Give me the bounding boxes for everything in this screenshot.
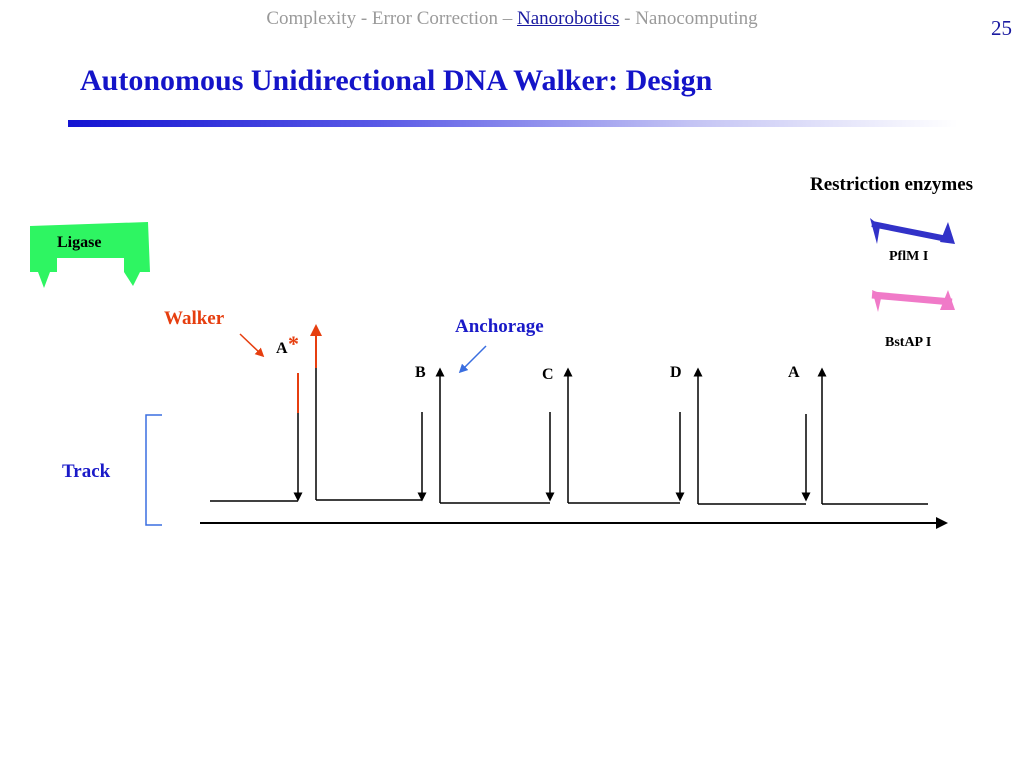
track-segments (210, 499, 928, 505)
ligase-label: Ligase (57, 234, 102, 251)
site-d-label: D (670, 364, 682, 381)
restriction-enzymes-label: Restriction enzymes (810, 174, 974, 195)
walker-star-marker: * (288, 331, 299, 356)
page-number: 25 (991, 16, 1012, 40)
walker-pointer-arrow (239, 333, 265, 358)
header-active-topic[interactable]: Nanorobotics (517, 8, 620, 29)
bstap-enzyme-shape (871, 290, 955, 312)
site-b-label: B (415, 364, 426, 381)
header: Complexity - Error Correction – Nanorobo… (0, 8, 1024, 30)
walker-site-label: A (276, 340, 288, 357)
bstap-label: BstAP I (885, 335, 932, 350)
anchorage-pointer-arrow (458, 345, 487, 374)
header-topic: Complexity - Error Correction – (266, 8, 517, 29)
title-underline (68, 120, 958, 127)
slide-title: Autonomous Unidirectional DNA Walker: De… (80, 64, 713, 97)
ligase-shape (30, 222, 150, 288)
anchorage-label: Anchorage (455, 316, 544, 337)
track-label: Track (62, 461, 111, 482)
site-a-label: A (788, 364, 800, 381)
header-topic-next: - Nanocomputing (619, 8, 758, 29)
track-bracket (145, 414, 162, 526)
pflm-enzyme-shape (870, 218, 955, 244)
pflm-label: PflM I (889, 249, 929, 264)
walker-label: Walker (164, 308, 225, 329)
site-c-label: C (542, 366, 554, 383)
